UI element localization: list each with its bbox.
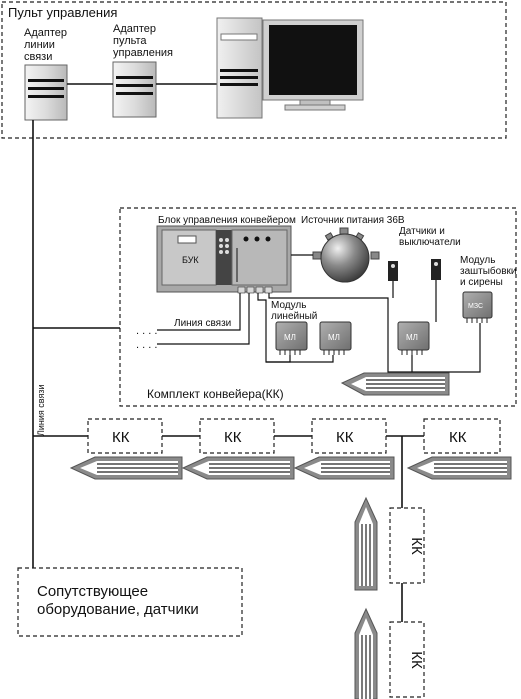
kk-label-2: КК [224, 429, 242, 446]
kk-label-3: КК [336, 429, 354, 446]
panel-adapter-label: Адаптер пульта управления [113, 23, 173, 59]
aux-equipment-label: Сопутствующее оборудование, датчики [37, 583, 199, 618]
kk-block-2: КК [199, 418, 275, 454]
main-comm-line-label: Линия связи [36, 384, 46, 436]
aux-equipment-box [17, 567, 243, 637]
conveyor-arrow-icon-5 [354, 496, 378, 591]
control-panel: Пульт управления Адаптер линии связи Ада… [1, 1, 507, 139]
kk-block-3: КК [311, 418, 387, 454]
control-panel-title: Пульт управления [8, 5, 117, 20]
conveyor-arrow-icon-4 [406, 456, 512, 480]
buk-label: БУК [182, 255, 199, 265]
comm-adapter-label: Адаптер линии связи [24, 27, 70, 63]
control-unit-label: Блок управления конвейером [158, 215, 296, 226]
monitor-icon [262, 19, 364, 111]
kk-block-6: КК [389, 621, 425, 698]
ml-module-2: МЛ [319, 321, 352, 355]
line-module-label: Модуль линейный [271, 300, 317, 322]
conveyor-kit-title: Комплект конвейера(КК) [147, 387, 284, 401]
mzs-label: МЗС [468, 303, 483, 310]
conveyor-kit-border [119, 207, 517, 407]
ml-module-1: МЛ [275, 321, 308, 355]
kk-block-5: КК [389, 507, 425, 584]
kit-conveyor-arrow-icon [340, 372, 450, 396]
control-panel-border [1, 1, 507, 139]
kk-block-1: КК [87, 418, 163, 454]
pc-tower-icon [216, 17, 263, 119]
kk-label-4: КК [449, 429, 467, 446]
conveyor-arrow-icon-2 [181, 456, 295, 480]
conveyor-arrow-icon-6 [354, 607, 378, 699]
sensor-switch-icon [388, 259, 441, 281]
comm-dots-1: . . . . [136, 325, 157, 337]
power-supply-label: Источник питания 36В [301, 215, 405, 226]
ml-label-1: МЛ [284, 333, 296, 342]
conveyor-control-unit: БУК [156, 225, 292, 294]
kk-block-4: КК [423, 418, 501, 454]
kit-comm-line-label: Линия связи [174, 318, 231, 329]
power-supply-sphere [312, 227, 380, 283]
panel-adapter-unit [112, 61, 157, 118]
conveyor-kit: Блок управления конвейером БУК [33, 207, 519, 407]
kk-label-1: КК [112, 429, 130, 446]
kk-label-6: КК [408, 651, 425, 669]
mzs-module: МЗС [462, 291, 493, 323]
locking-module-label: Модуль заштыбовки и сирены [460, 255, 519, 288]
kk-chain: КК КК КК КК КК КК [33, 418, 512, 699]
sensors-label: Датчики и выключатели [399, 226, 461, 248]
kk-label-5: КК [408, 537, 425, 555]
aux-equipment: Сопутствующее оборудование, датчики [17, 567, 243, 637]
conveyor-arrow-icon-3 [293, 456, 395, 480]
ml-label-3: МЛ [406, 333, 418, 342]
conveyor-arrow-icon-1 [69, 456, 183, 480]
comm-adapter-unit [24, 64, 68, 121]
ml-label-2: МЛ [328, 333, 340, 342]
kit-wiring [157, 280, 481, 373]
comm-dots-2: . . . . [136, 339, 157, 351]
ml-module-3: МЛ [397, 321, 430, 355]
